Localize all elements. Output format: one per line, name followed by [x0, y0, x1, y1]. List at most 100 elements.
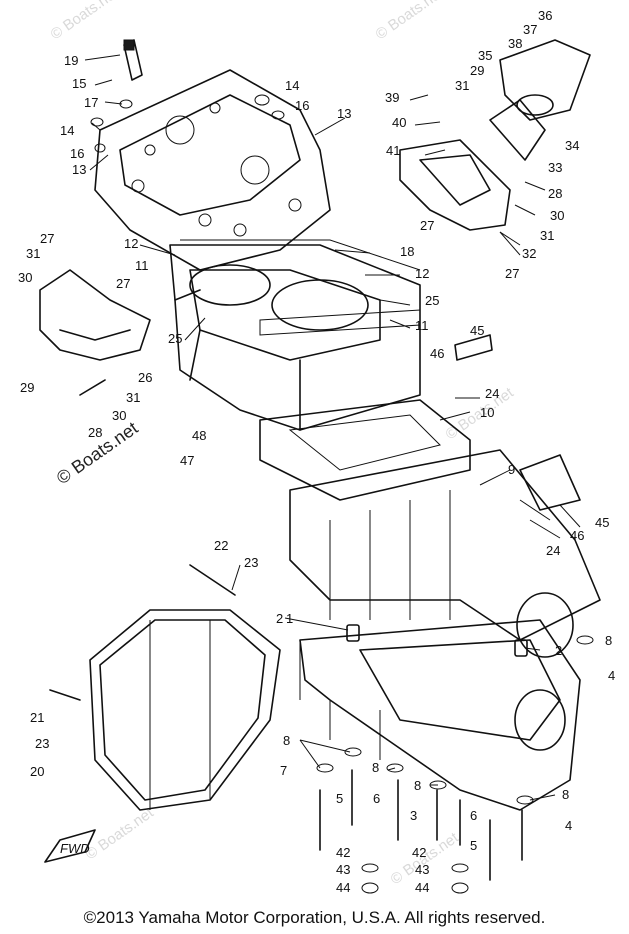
part-label: 18	[400, 244, 414, 259]
part-label: 35	[478, 48, 492, 63]
manifold-left	[39, 269, 151, 361]
part-label: 44	[336, 880, 350, 895]
part-label: 9	[508, 462, 515, 477]
fwd-arrow: FWD	[44, 829, 96, 863]
fwd-label: FWD	[60, 841, 90, 856]
part-label: 37	[523, 22, 537, 37]
part-label: 33	[548, 160, 562, 175]
part-label: 23	[35, 736, 49, 751]
part-label: 7	[280, 763, 287, 778]
part-label: 1	[286, 611, 293, 626]
base-gasket	[259, 399, 471, 501]
part-label: 42	[412, 845, 426, 860]
part-label: 28	[548, 186, 562, 201]
manifold-right	[399, 139, 511, 231]
part-label: 25	[425, 293, 439, 308]
part-label: 8	[562, 787, 569, 802]
part-label: 6	[373, 791, 380, 806]
dowels	[346, 624, 528, 657]
part-label: 3	[410, 808, 417, 823]
part-label: 34	[565, 138, 579, 153]
part-label: 41	[386, 143, 400, 158]
part-label: 6	[470, 808, 477, 823]
part-label: 29	[20, 380, 34, 395]
part-label: 31	[126, 390, 140, 405]
part-label: 12	[124, 236, 138, 251]
part-label: 31	[540, 228, 554, 243]
part-label: 8	[605, 633, 612, 648]
part-label: 46	[430, 346, 444, 361]
part-label: 5	[470, 838, 477, 853]
part-label: 13	[72, 162, 86, 177]
part-label: 8	[372, 760, 379, 775]
part-label: 5	[336, 791, 343, 806]
callout-lines	[84, 54, 581, 801]
bolts	[49, 379, 523, 881]
part-label: 29	[470, 63, 484, 78]
part-label: 16	[70, 146, 84, 161]
part-label: 31	[455, 78, 469, 93]
copyright-notice: ©2013 Yamaha Motor Corporation, U.S.A. A…	[83, 908, 546, 927]
watermark: © Boats.net	[373, 0, 448, 43]
part-label: 14	[60, 123, 74, 138]
part-label: 28	[88, 425, 102, 440]
crankcase	[289, 449, 601, 811]
part-label: 27	[505, 266, 519, 281]
part-label: 44	[415, 880, 429, 895]
part-label: 17	[84, 95, 98, 110]
part-label: 11	[415, 318, 429, 333]
part-label: 46	[570, 528, 584, 543]
part-label: 40	[392, 115, 406, 130]
part-label: 25	[168, 331, 182, 346]
part-label: 27	[40, 231, 54, 246]
part-label: 26	[138, 370, 152, 385]
part-label: 24	[546, 543, 560, 558]
part-label: 8	[283, 733, 290, 748]
part-label: 13	[337, 106, 351, 121]
spark-plug	[123, 39, 143, 81]
watermark-group: © Boats.net © Boats.net © Boats.net © Bo…	[48, 0, 518, 888]
part-label: 22	[214, 538, 228, 553]
part-label: 30	[550, 208, 564, 223]
part-label: 12	[415, 266, 429, 281]
part-label: 8	[414, 778, 421, 793]
part-label: 23	[244, 555, 258, 570]
part-label: 48	[192, 428, 206, 443]
part-label: 2	[555, 643, 562, 658]
part-label: 47	[180, 453, 194, 468]
part-label: 36	[538, 8, 552, 23]
hoses	[454, 334, 581, 511]
part-label: 21	[30, 710, 44, 725]
part-labels: 1 2 2 3 4 4 5 5 6 6 7 8 8 8 8 8 8 8 9 10…	[18, 8, 615, 895]
part-label: 38	[508, 36, 522, 51]
part-label: 45	[595, 515, 609, 530]
part-label: 30	[18, 270, 32, 285]
part-label: 16	[295, 98, 309, 113]
part-label: 45	[470, 323, 484, 338]
part-label: 4	[565, 818, 572, 833]
washers	[90, 94, 594, 894]
part-label: 43	[415, 862, 429, 877]
part-label: 20	[30, 764, 44, 779]
part-label: 24	[485, 386, 499, 401]
part-label: 10	[480, 405, 494, 420]
part-label: 30	[112, 408, 126, 423]
cylinder-head	[94, 69, 331, 271]
part-label: 4	[608, 668, 615, 683]
watermark: © Boats.net	[48, 0, 123, 43]
part-label: 15	[72, 76, 86, 91]
part-label: 27	[116, 276, 130, 291]
part-label: 19	[64, 53, 78, 68]
part-label: 2	[276, 611, 283, 626]
flywheel-cover	[89, 609, 281, 811]
part-label: 27	[420, 218, 434, 233]
part-label: 43	[336, 862, 350, 877]
part-label: 39	[385, 90, 399, 105]
cylinder-block	[169, 239, 421, 431]
part-label: 14	[285, 78, 299, 93]
part-label: 11	[135, 258, 149, 273]
thermostat-housing	[489, 39, 591, 161]
part-label: 42	[336, 845, 350, 860]
part-label: 32	[522, 246, 536, 261]
